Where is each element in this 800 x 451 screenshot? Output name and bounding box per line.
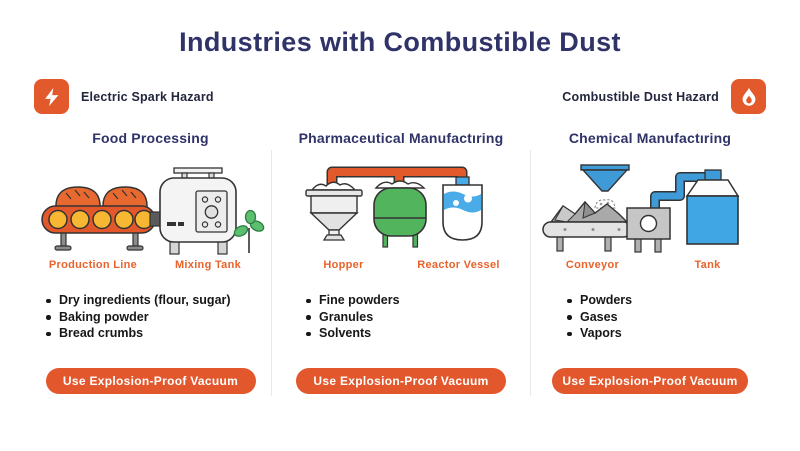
pharmaceutical-illustration [286,156,516,256]
funnel [580,164,630,209]
bullet-item: Solvents [304,325,530,342]
industry-columns: Food Processing [30,130,770,396]
conveyor-legs [53,229,144,251]
column-title: Pharmaceutical Manufactıring [298,130,504,146]
chemical-illustration [535,156,765,256]
column-chemical: Chemical Manufactıring [531,130,769,396]
explosion-proof-vacuum-button[interactable]: Use Explosion-Proof Vacuum [45,367,256,394]
bullet-list: Powders Gases Vapors [565,292,769,342]
bullet-item: Vapors [565,325,769,342]
conveyor-legs [556,235,612,252]
caption-row: Hopper Reactor Vessel [286,259,516,271]
page-title: Industries with Combustible Dust [179,27,621,57]
column-title: Chemical Manufactıring [568,130,732,146]
bullet-item: Granules [304,309,530,326]
column-title: Food Processing [92,130,209,146]
bullet-item: Dry ingredients (flour, sugar) [44,292,271,309]
bread-loaves [54,186,148,209]
hazard-label: Combustible Dust Hazard [562,89,719,104]
bullet-item: Powders [565,292,769,309]
explosion-proof-vacuum-button[interactable]: Use Explosion-Proof Vacuum [552,367,748,394]
green-vessel [373,180,427,248]
hazard-row: Electric Spark Hazard Combustible Dust H… [34,79,766,114]
electric-spark-hazard: Electric Spark Hazard [34,79,214,114]
caption-tank: Tank [694,259,721,271]
column-pharmaceutical: Pharmaceutical Manufactıring [272,130,530,396]
bullet-list: Fine powders Granules Solvents [304,292,530,342]
plant [233,209,264,253]
bullet-item: Bread crumbs [44,325,271,342]
combustible-dust-hazard: Combustible Dust Hazard [562,79,766,114]
column-divider [271,150,272,396]
caption-production-line: Production Line [48,259,138,271]
bullet-item: Gases [565,309,769,326]
explosion-proof-vacuum-button[interactable]: Use Explosion-Proof Vacuum [296,367,506,394]
flame-icon [731,79,766,114]
column-divider [530,150,531,396]
storage-tank [685,169,740,245]
caption-reactor-vessel: Reactor Vessel [417,259,500,271]
lightning-icon [34,79,69,114]
conveyor-belt [40,205,156,234]
column-food-processing: Food Processing [30,130,271,396]
hazard-label: Electric Spark Hazard [81,89,214,104]
food-processing-illustration [36,156,266,256]
mixing-tank [148,167,237,255]
caption-row: Production Line Mixing Tank [36,259,266,271]
bullet-list: Dry ingredients (flour, sugar) Baking po… [44,292,271,342]
conveyor-belt [542,221,632,238]
caption-hopper: Hopper [323,259,364,271]
bullet-item: Baking powder [44,309,271,326]
caption-mixing-tank: Mixing Tank [174,259,242,271]
machine-unit [626,207,671,253]
caption-conveyor: Conveyor [565,259,620,271]
reactor-vessel [442,176,483,241]
control-panel [194,190,228,233]
rock-pile [549,200,629,223]
hopper [305,181,363,241]
caption-row: Conveyor Tank [535,259,765,271]
bullet-item: Fine powders [304,292,530,309]
